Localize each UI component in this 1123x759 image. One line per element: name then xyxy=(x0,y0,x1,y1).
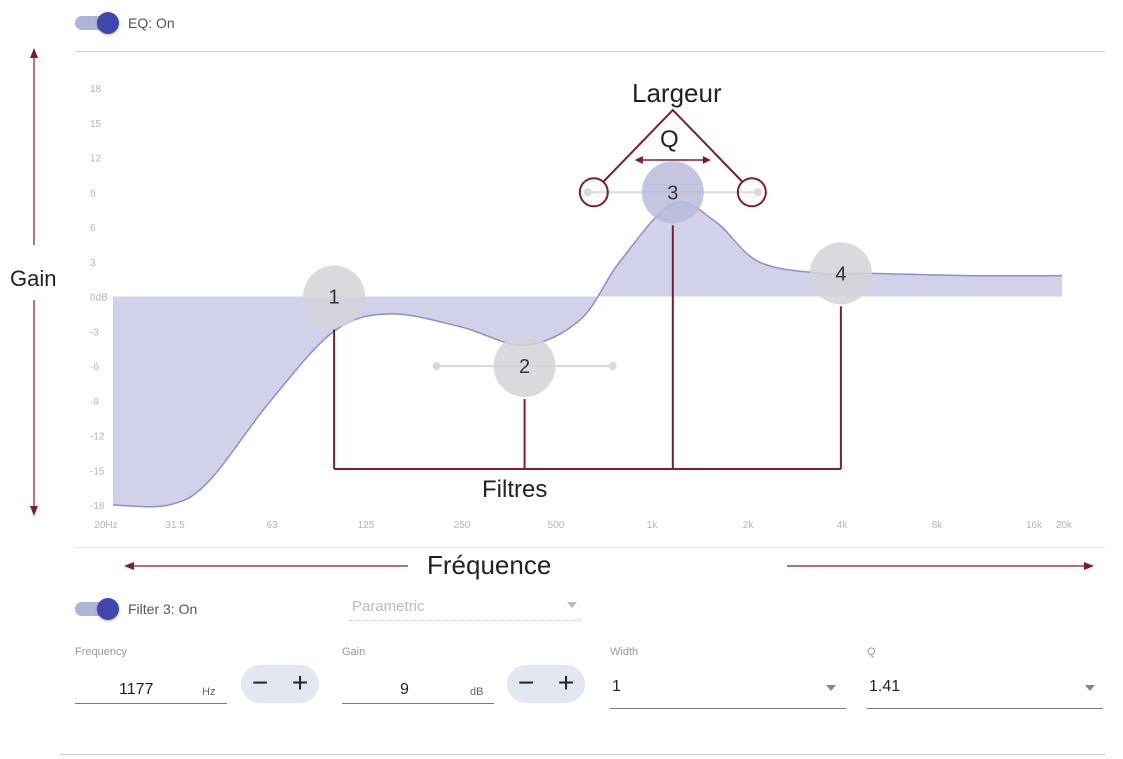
x-tick-label: 500 xyxy=(548,520,565,531)
frequence-annotation: Fréquence xyxy=(427,550,552,580)
y-tick-label: -18 xyxy=(90,501,105,512)
y-tick-label: -3 xyxy=(90,327,99,338)
gain-value: 9 xyxy=(400,681,409,698)
arrowhead-right xyxy=(1084,562,1094,570)
filter-node-2[interactable]: 2 xyxy=(493,335,556,397)
y-tick-label: 15 xyxy=(90,119,102,130)
filter-node-circle[interactable] xyxy=(493,335,556,397)
eq-curve-fill xyxy=(113,202,1062,507)
y-tick-label: 18 xyxy=(90,84,102,95)
y-tick-label: 0dB xyxy=(90,293,108,304)
gain-decrement-button[interactable]: − xyxy=(517,667,535,698)
x-tick-label: 63 xyxy=(266,520,278,531)
x-tick-label: 250 xyxy=(454,520,471,531)
filter-type-select[interactable]: Parametric xyxy=(350,596,580,621)
x-tick-label: 20Hz xyxy=(94,520,117,531)
frequency-unit: Hz xyxy=(202,686,216,698)
filter-node-circle[interactable] xyxy=(809,242,872,305)
largeur-lines xyxy=(602,108,744,183)
width-value: 1 xyxy=(612,678,621,695)
filter-toggle[interactable] xyxy=(75,598,119,620)
filter-type-placeholder: Parametric xyxy=(352,598,425,615)
frequency-input[interactable]: 1177 Hz xyxy=(75,675,227,704)
width-handle-right[interactable] xyxy=(753,188,762,197)
x-tick-label: 20k xyxy=(1056,520,1073,531)
q-annotation: Q xyxy=(660,126,679,153)
y-tick-label: 6 xyxy=(90,223,96,234)
x-axis-ticks: 20Hz 31.5 63 125 250 500 1k 2k 4k 8k 16k 20k xyxy=(94,520,1073,531)
x-tick-label: 2k xyxy=(743,520,755,531)
largeur-annotation: Largeur xyxy=(632,78,722,108)
width-handle-left[interactable] xyxy=(432,362,441,370)
x-tick-label: 125 xyxy=(358,520,375,531)
q-arrowhead-right xyxy=(702,156,711,164)
filtres-annotation: Filtres xyxy=(482,476,548,503)
chevron-down-icon xyxy=(567,602,577,608)
filter-node-label: 1 xyxy=(329,287,340,309)
filter-node-1[interactable]: 1 xyxy=(303,265,366,328)
y-tick-label: -6 xyxy=(90,362,99,373)
width-select[interactable]: 1 xyxy=(610,672,846,709)
x-tick-label: 16k xyxy=(1026,520,1043,531)
y-tick-label: 3 xyxy=(90,258,96,269)
gain-unit: dB xyxy=(470,686,484,698)
q-select[interactable]: 1.41 xyxy=(867,672,1103,709)
x-tick-label: 4k xyxy=(837,520,849,531)
filter-node-label: 2 xyxy=(519,356,530,378)
q-value: 1.41 xyxy=(869,678,901,695)
chevron-down-icon xyxy=(1085,685,1095,691)
eq-toggle-label: EQ: On xyxy=(128,15,175,31)
gain-increment-button[interactable]: + xyxy=(557,667,575,698)
y-tick-label: -12 xyxy=(90,432,105,443)
filter-toggle-knob xyxy=(97,598,119,620)
arrowhead-up xyxy=(30,48,38,58)
frequency-increment-button[interactable]: + xyxy=(291,667,309,698)
eq-toggle-knob xyxy=(97,12,119,34)
q-label: Q xyxy=(867,646,876,658)
width-label: Width xyxy=(610,646,639,658)
x-tick-label: 1k xyxy=(647,520,659,531)
y-tick-label: -15 xyxy=(90,466,105,477)
chevron-down-icon xyxy=(826,685,836,691)
largeur-circle-left xyxy=(578,177,609,208)
gain-input[interactable]: 9 dB xyxy=(342,675,494,704)
chart-divider xyxy=(75,547,1105,548)
filter-node-3[interactable]: 3 xyxy=(641,161,704,224)
y-tick-label: 12 xyxy=(90,154,102,165)
filter-node-label: 4 xyxy=(835,263,846,285)
width-handle-left[interactable] xyxy=(583,188,592,197)
x-tick-label: 8k xyxy=(932,520,944,531)
gain-label: Gain xyxy=(342,646,366,658)
frequency-label: Frequency xyxy=(75,646,127,658)
filter-node-4[interactable]: 4 xyxy=(809,242,872,305)
filter-node-circle[interactable] xyxy=(303,265,366,328)
y-tick-label: -9 xyxy=(90,397,99,408)
arrowhead-down xyxy=(30,506,38,516)
frequency-stepper[interactable]: − + xyxy=(241,665,319,703)
frequency-value: 1177 xyxy=(119,681,154,698)
width-handle-right[interactable] xyxy=(608,362,617,370)
gain-stepper[interactable]: − + xyxy=(507,665,585,703)
largeur-circle-right xyxy=(736,177,767,208)
filter-node-label: 3 xyxy=(667,182,678,204)
filter-node-circle[interactable] xyxy=(641,161,704,224)
q-arrowhead-left xyxy=(634,156,643,164)
gain-annotation: Gain xyxy=(10,266,57,291)
y-axis-ticks: 18 15 12 9 6 3 0dB -3 -6 -9 -12 -15 -18 xyxy=(90,84,108,512)
frequency-decrement-button[interactable]: − xyxy=(251,667,269,698)
footer-divider xyxy=(60,754,1105,755)
filter-toggle-label: Filter 3: On xyxy=(128,601,198,617)
y-tick-label: 9 xyxy=(90,188,96,199)
header-divider xyxy=(75,51,1105,52)
x-tick-label: 31.5 xyxy=(165,520,185,531)
arrowhead-left xyxy=(124,562,134,570)
eq-toggle[interactable] xyxy=(75,12,119,34)
